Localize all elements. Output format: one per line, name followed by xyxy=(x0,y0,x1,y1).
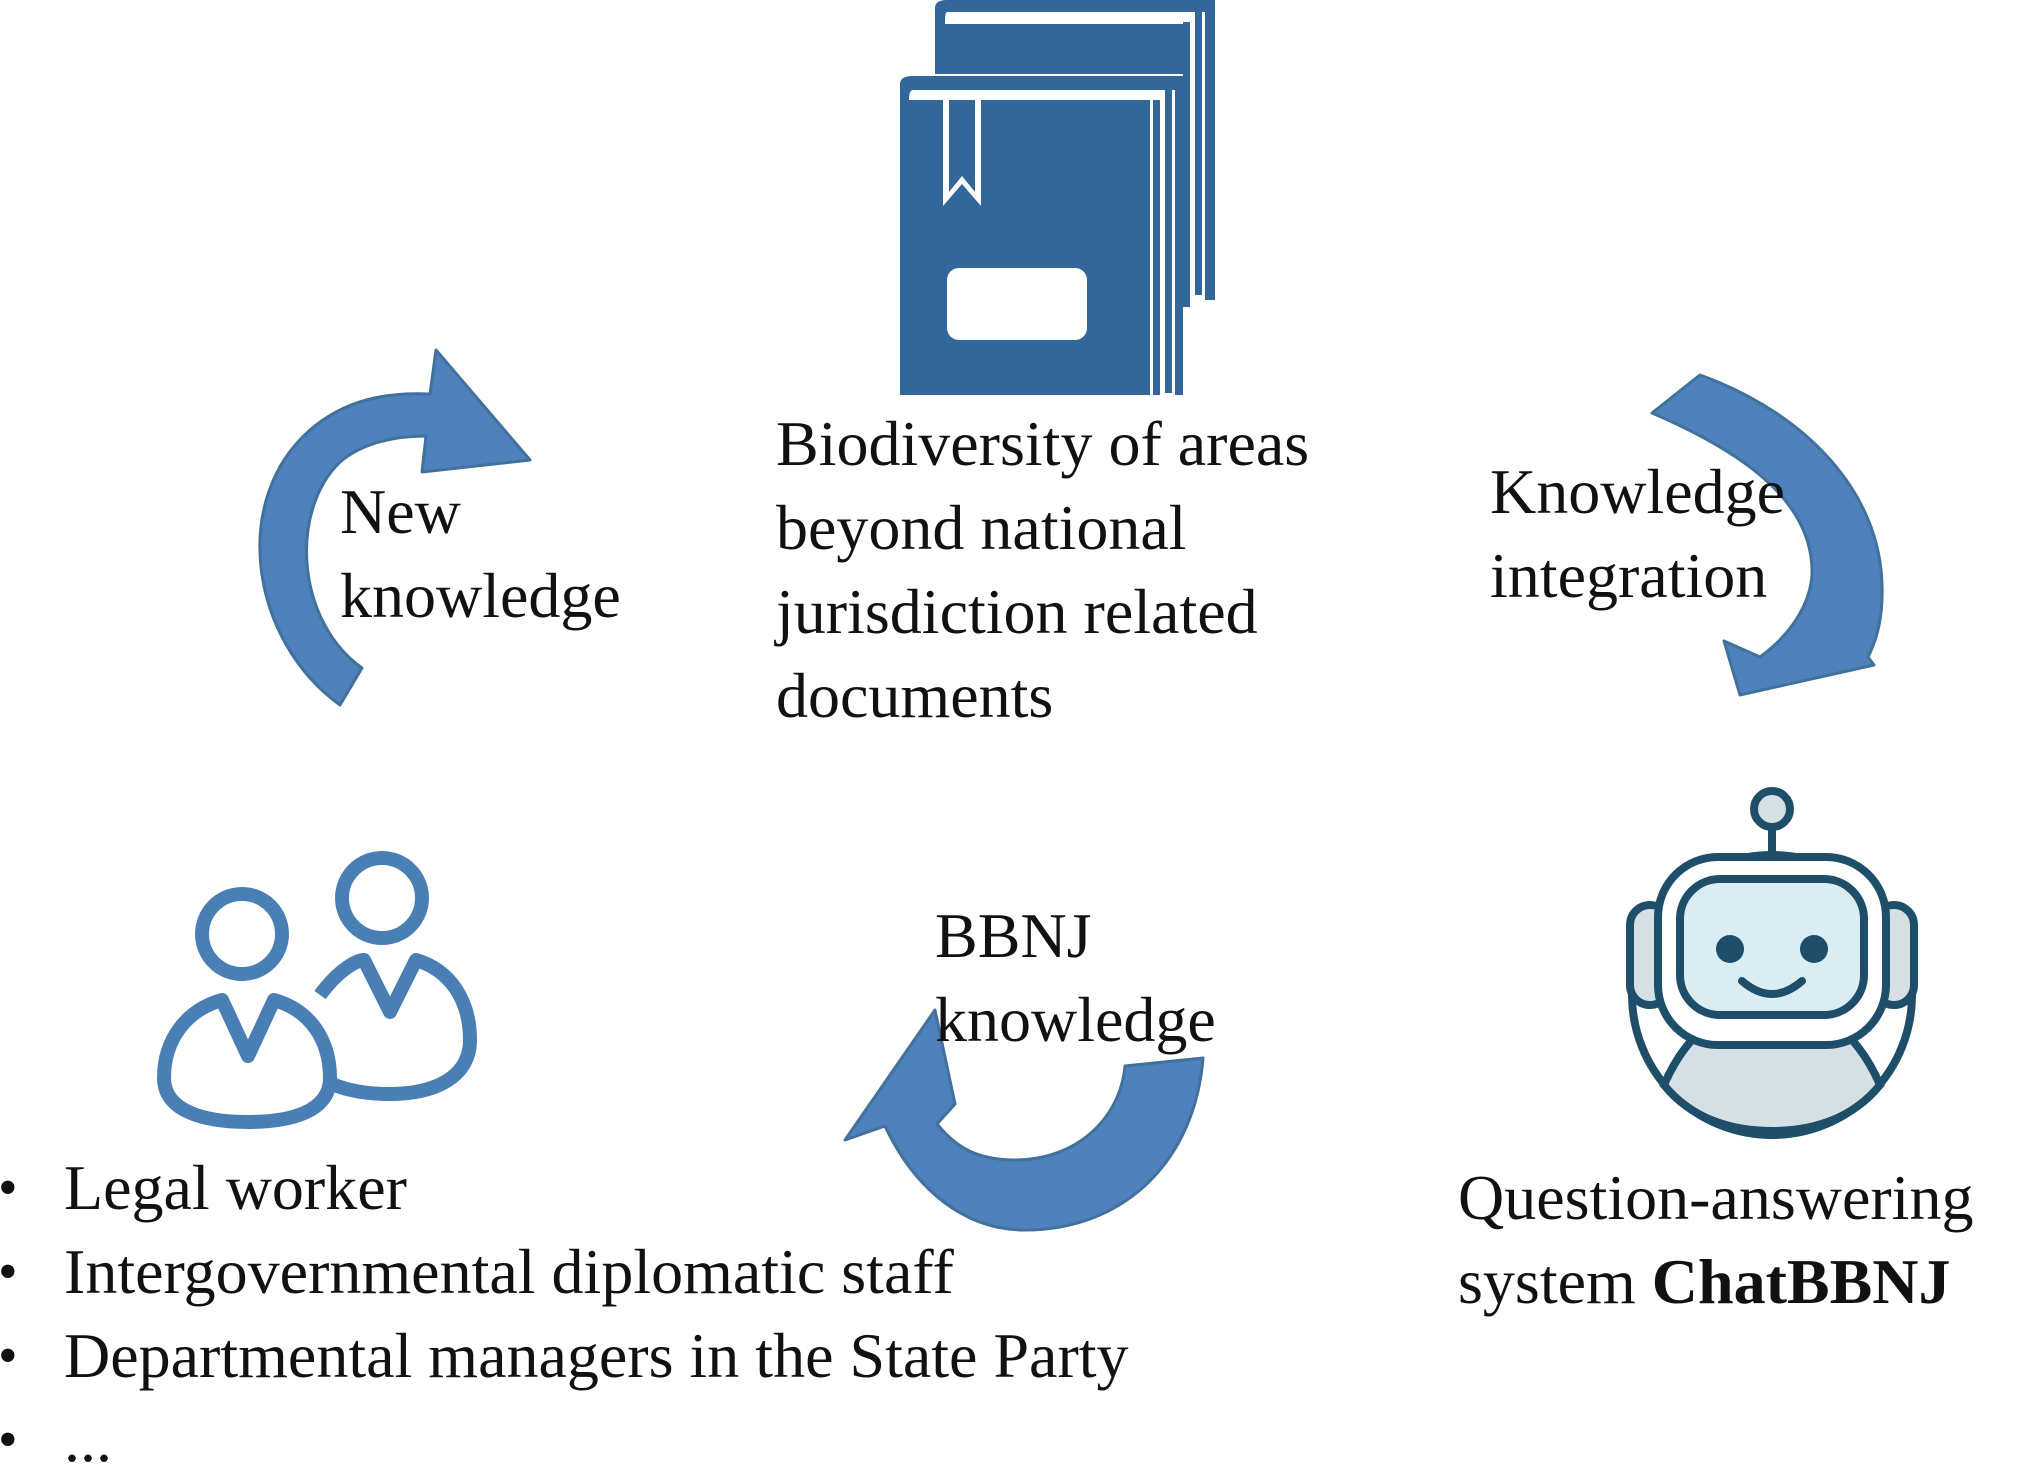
list-item: ... xyxy=(0,1398,1129,1482)
robot-icon xyxy=(1626,787,1918,1139)
knowledge-integration-label: Knowledge integration xyxy=(1490,450,1785,618)
bbnj-knowledge-line-2: knowledge xyxy=(935,984,1216,1055)
bbnj-knowledge-line-1: BBNJ xyxy=(935,900,1092,971)
new-knowledge-arrow-icon xyxy=(258,348,532,707)
system-label: Question-answering system ChatBBNJ xyxy=(1458,1156,1973,1324)
list-item: Departmental managers in the State Party xyxy=(0,1314,1129,1398)
system-name: ChatBBNJ xyxy=(1651,1246,1951,1317)
new-knowledge-label: New knowledge xyxy=(340,470,621,638)
new-knowledge-line-1: New xyxy=(340,476,461,547)
users-list: Legal worker Intergovernmental diplomati… xyxy=(0,1146,1129,1482)
documents-line-4: documents xyxy=(776,660,1054,731)
knowledge-integration-line-2: integration xyxy=(1490,540,1768,611)
system-line-2: system ChatBBNJ xyxy=(1458,1240,1973,1324)
system-prefix: system xyxy=(1458,1246,1652,1317)
books-icon xyxy=(900,0,1215,395)
list-item: Legal worker xyxy=(0,1146,1129,1230)
bbnj-knowledge-label: BBNJ knowledge xyxy=(935,894,1216,1062)
system-line-1: Question-answering xyxy=(1458,1162,1974,1233)
list-item: Intergovernmental diplomatic staff xyxy=(0,1230,1129,1314)
knowledge-integration-arrow-icon xyxy=(1650,373,1884,697)
documents-line-1: Biodiversity of areas xyxy=(776,408,1310,479)
users-icon xyxy=(157,851,477,1129)
knowledge-integration-line-1: Knowledge xyxy=(1490,456,1786,527)
new-knowledge-line-2: knowledge xyxy=(340,560,621,631)
bbnj-knowledge-arrow-icon xyxy=(843,1008,1205,1232)
documents-line-2: beyond national xyxy=(776,492,1187,563)
documents-line-3: jurisdiction related xyxy=(776,576,1258,647)
documents-label: Biodiversity of areas beyond national ju… xyxy=(776,402,1309,738)
